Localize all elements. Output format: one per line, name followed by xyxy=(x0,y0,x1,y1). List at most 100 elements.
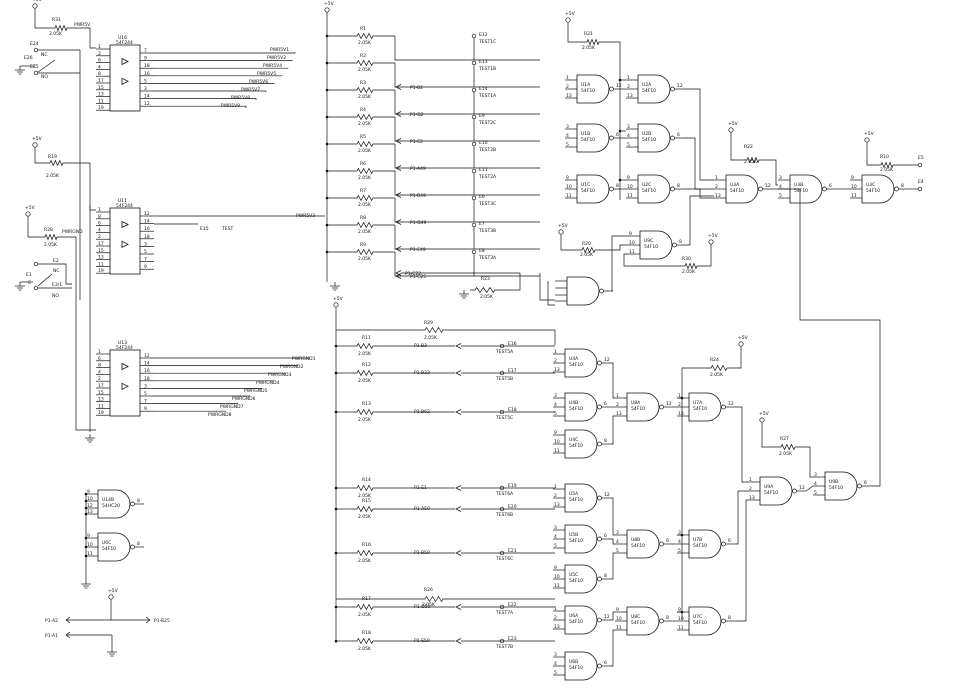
resistor-value: 2.05K xyxy=(44,242,58,248)
inversion-bubble xyxy=(857,483,862,489)
test-point xyxy=(33,47,39,53)
gate-part: 54F10 xyxy=(581,188,595,194)
junction-dot xyxy=(325,61,329,65)
test-point-label: TEST xyxy=(221,226,233,232)
test-point-label: TEST7A xyxy=(495,610,514,616)
test-point xyxy=(471,222,477,228)
resistor-zigzag xyxy=(706,364,732,372)
pin-number: 2 xyxy=(554,493,557,499)
connector-net: P1-A1 xyxy=(45,633,58,639)
resistor-zigzag xyxy=(352,484,378,492)
pin-number: 2 xyxy=(616,402,619,408)
test-point-label: TEST6C xyxy=(495,556,513,562)
resistor-value: 2.05K xyxy=(358,378,372,384)
resistor-zigzag xyxy=(352,59,378,67)
gate-part: 54F10 xyxy=(569,443,583,449)
pin-number: 8 xyxy=(604,438,607,444)
resistor-ref: R19 xyxy=(48,154,57,160)
pin-number: 4 xyxy=(678,539,681,545)
resistor-zigzag xyxy=(876,161,898,169)
wire xyxy=(72,27,96,49)
wire xyxy=(547,281,555,306)
connector-net: P1-A50 xyxy=(414,506,430,512)
connector-arrow xyxy=(455,343,462,349)
resistor-zigzag xyxy=(352,32,378,40)
gate-part: 54F10 xyxy=(569,497,583,503)
gate-ref: U1A xyxy=(581,82,591,88)
test-point xyxy=(33,261,39,267)
gate-part: 54F10 xyxy=(102,546,116,552)
pin-number: 12 xyxy=(144,353,150,359)
switch-id: E25 xyxy=(30,64,39,70)
vcc-terminal xyxy=(728,127,734,133)
bus-nets: PWR5V1PWR5V2PWR5V4PWR5V5PWR5V6PWR5V7PWR5… xyxy=(154,47,325,418)
connector-arrow xyxy=(65,616,71,624)
switch-label: C xyxy=(33,64,36,70)
connector-net: P1-B50 xyxy=(414,550,430,556)
inversion-bubble xyxy=(597,617,602,623)
wire xyxy=(34,16,50,29)
pin-number: 4 xyxy=(627,133,630,139)
vcc-terminal xyxy=(759,417,765,423)
wire xyxy=(611,415,615,445)
test-point-id: E6 xyxy=(479,194,485,200)
pin-number: 6 xyxy=(829,183,832,189)
gate-ref: U2B xyxy=(642,131,651,137)
pin-number: 2 xyxy=(566,84,569,90)
pin-number: 3 xyxy=(554,652,557,658)
pin-number: 10 xyxy=(851,184,857,190)
nand-gate-body xyxy=(564,524,598,554)
inversion-bubble xyxy=(597,404,602,410)
gate-part: 54F10 xyxy=(866,188,880,194)
wire xyxy=(448,329,556,345)
pin-number: 19 xyxy=(98,268,104,274)
resistor-ref: R1 xyxy=(360,26,366,32)
wire xyxy=(684,88,714,181)
switch-id: E24 xyxy=(30,41,39,47)
nand-gate-body xyxy=(564,392,598,422)
connector-net: P1-B2 xyxy=(410,85,423,91)
switch-label: NO xyxy=(41,74,48,80)
chip-ref: U11 xyxy=(118,198,127,204)
vcc-terminal xyxy=(708,239,714,245)
resistor-ref: R5 xyxy=(360,134,366,140)
test-point-id: E16 xyxy=(508,341,517,347)
chip-part: 54F244 xyxy=(116,203,133,209)
pin-number: 7 xyxy=(144,48,147,54)
resistor-value: 2.05K xyxy=(358,351,372,357)
test-point-id: E21 xyxy=(508,548,517,554)
pin-number: 19 xyxy=(98,105,104,111)
connector-net: P1-E2 xyxy=(410,139,423,145)
wire xyxy=(62,236,96,431)
gate-part: 54F10 xyxy=(693,406,707,412)
test-point-id: E4 xyxy=(918,179,924,185)
chip-part: 54F244 xyxy=(116,345,133,351)
pin-number: 9 xyxy=(144,406,147,412)
resistor-ref: R28 xyxy=(44,227,53,233)
connector-net: P1-B3 xyxy=(414,343,427,349)
resistor-ref: R13 xyxy=(362,401,371,407)
pin-number: 16 xyxy=(144,71,150,77)
inversion-bubble xyxy=(609,186,614,192)
test-point-label: E15 xyxy=(200,226,209,232)
connector-net: P1-A2 xyxy=(45,618,58,624)
pin-number: 16 xyxy=(144,368,150,374)
resistor-zigzag xyxy=(352,505,378,513)
vcc-terminal xyxy=(324,7,330,13)
test-point-label: TEST5B xyxy=(495,376,513,382)
pin-number: 9 xyxy=(144,264,147,270)
pin-number: 4 xyxy=(814,481,817,487)
buffer-body xyxy=(109,349,141,417)
test-point-label: TEST7B xyxy=(495,644,513,650)
pin-number: 1 xyxy=(678,393,681,399)
resistor-ref: R31 xyxy=(52,17,61,23)
wire xyxy=(684,137,714,190)
test-point xyxy=(471,60,477,66)
test-point xyxy=(471,195,477,201)
pin-number: 13 xyxy=(749,495,755,501)
